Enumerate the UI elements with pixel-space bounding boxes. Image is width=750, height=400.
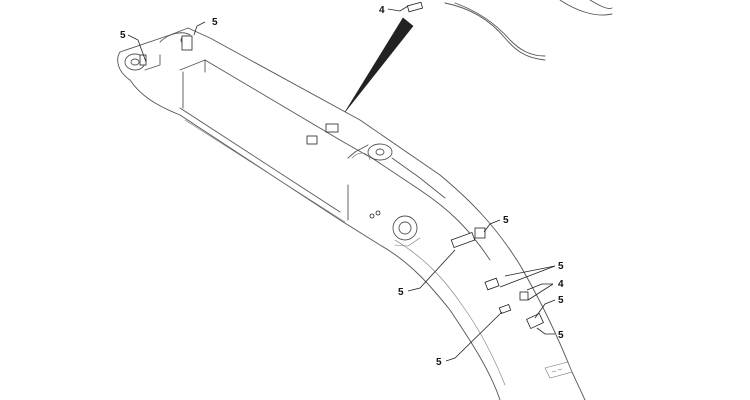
- callout-labels: 5 5 4 5 5 4 5 5 5 5: [120, 5, 564, 368]
- bolt-head-1: [369, 213, 375, 219]
- detail-pointer-arrow-icon: [344, 17, 414, 113]
- hose-clamp-lower: [519, 291, 529, 301]
- hose-loop: [351, 152, 371, 161]
- hose-clamp-upper: [306, 135, 318, 145]
- callout-5-f: 5: [558, 330, 564, 341]
- boom-outline: [117, 27, 586, 400]
- boom-hardware: [139, 1, 544, 330]
- callout-5-g: 5: [398, 287, 404, 298]
- upper-hose-outline: [444, 0, 613, 61]
- clip-bracket-left: [139, 54, 147, 66]
- callout-5-h: 5: [436, 357, 442, 368]
- clip-bracket-lower2: [498, 303, 512, 315]
- callout-5-e: 5: [558, 295, 564, 306]
- callout-5-a: 5: [212, 17, 218, 28]
- bolt-head-2: [375, 210, 381, 216]
- clip-bracket-right: [484, 277, 500, 291]
- clip-bracket-top: [181, 35, 193, 51]
- leader-lines: [127, 5, 556, 362]
- clip-bracket-lower: [526, 312, 544, 330]
- callout-4-a: 4: [379, 5, 385, 16]
- hose-clamp-mid: [325, 123, 339, 133]
- callout-5-d: 5: [558, 261, 564, 272]
- callout-5-b: 5: [120, 30, 126, 41]
- callout-4-b: 4: [558, 279, 564, 290]
- clip-bracket-mid2: [474, 227, 486, 239]
- clip-bracket-mid: [450, 231, 476, 249]
- callout-5-c: 5: [503, 215, 509, 226]
- hose-clamp-top: [406, 1, 424, 13]
